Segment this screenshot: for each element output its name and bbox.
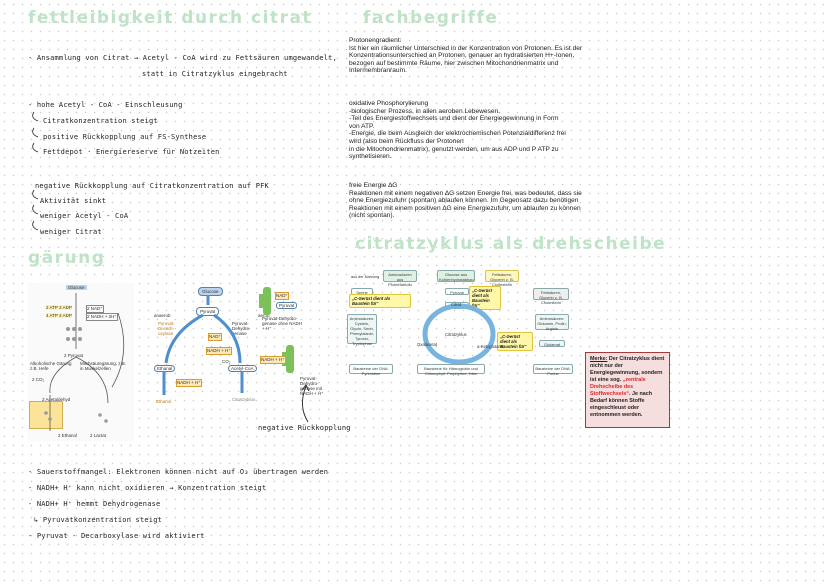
label: Citratzyklus	[232, 397, 256, 402]
geruest-label-2: „C-Gerüst dient als Baustein für“	[469, 286, 501, 310]
heading-citratzyklus: Citratzyklus als Drehscheibe	[355, 234, 667, 254]
amino-box: Aminosäuren aus Proteinabbau	[383, 270, 417, 287]
note-line: weniger Citrat	[40, 228, 102, 236]
pathway-arrows	[44, 293, 125, 431]
definition-freie-energie: freie Energie ∆G Reaktionen mit einem ne…	[349, 182, 582, 220]
label: Pyruvat-Dehydro-genase	[232, 321, 251, 336]
label: Pyruvat-Dehydro-genase ohne NADH + H⁺	[262, 316, 303, 331]
label: 2 Ethanol	[58, 433, 78, 438]
glucose-label: Glucose	[198, 287, 223, 296]
note-line: - NADH+ H⁺ kann nicht oxidieren → Konzen…	[28, 484, 267, 492]
label: Pyruvat-Dehydro-genase mit NADH + H⁺	[300, 376, 324, 396]
geruest-label: „C-Gerüst dient als Baustein für“	[349, 294, 411, 308]
label: NADH + H⁺	[206, 347, 232, 355]
note-line: ↳ Pyruvatkonzentration steigt	[34, 516, 163, 524]
note-text: Der Citratzyklus dient nicht nur der Ene…	[590, 356, 665, 383]
baustein-box: Bausteine der DNA: Pyrimidine	[349, 364, 393, 376]
heading-fettleibigkeit: Fettleibigkeit durch Citrat	[28, 8, 313, 28]
label: 2 ATP 2 ADP	[46, 305, 72, 310]
citratzyklus-label: Citratzyklus	[445, 332, 467, 337]
fig2-arrows	[162, 295, 244, 395]
note-line: - NADH+ H⁺ hemmt Dehydrogenase	[28, 500, 161, 508]
amino-right-box: Aminosäuren: Glutamin, Prolin, Arginin	[535, 314, 569, 331]
oxal-label: Oxalacetat	[417, 342, 438, 347]
glutamat-box: Glutamat	[539, 340, 565, 347]
yellow-box	[29, 401, 63, 429]
note-line: - hohe Acetyl - CoA - Einschleusung	[28, 101, 183, 109]
heading-gaerung: Gärung	[28, 248, 106, 268]
label: Alkoholische Gärung z.B. Hefe	[30, 361, 72, 371]
amino-left-box: Aminosäuren: Cystein, Glycin, Serin, Phe…	[347, 314, 377, 346]
note-line: - Ansammlung von Citrat → Acetyl - CoA w…	[28, 54, 338, 62]
label: Ethanol	[156, 399, 172, 404]
label: 2 NAD⁺	[86, 305, 104, 313]
label: aerob	[258, 313, 270, 318]
label: 2 CO₂	[32, 377, 45, 382]
label: 2 Pyruvat	[64, 353, 84, 358]
label: Pyruvat-Decarb-oxylase	[158, 321, 175, 336]
definition-oxphos: oxidative Phosphorylierung -biologischer…	[349, 100, 566, 161]
enzyme-icon	[259, 287, 271, 315]
gaerung-figure-1: Glucose 2 ATP 2 ADP 2 NAD⁺ 2 NADH + 2H⁺ …	[28, 283, 134, 441]
note-line: Aktivität sinkt	[40, 197, 107, 205]
note-line: Fettdepot · Energiereserve für Notzeiten	[43, 148, 220, 156]
note-line: Citratkonzentration steigt	[43, 117, 158, 125]
note-line: weniger Acetyl - CoA	[40, 212, 129, 220]
note-line: positive Rückkopplung auf FS-Synthese	[43, 133, 207, 141]
gaerung-figure-2: Glucose Pyruvat anaerob aerob Pyruvat-De…	[148, 283, 298, 411]
fett-right-box: Fettsäuren, Glycerin z. B. Cholesterin	[533, 288, 569, 305]
feedback-label: negative Rückkopplung	[258, 424, 351, 432]
label: NADH + H⁺	[260, 356, 286, 364]
glucose-box: Glucose aus Kohlenhydratabbau	[437, 270, 475, 282]
note-text-2: . Je nach Bedarf können Stoffe eingeschl…	[590, 391, 653, 418]
heading-fachbegriffe: Fachbegriffe	[363, 8, 499, 28]
geruest-label-3: „C-Gerüst dient als Baustein für“	[497, 332, 533, 351]
note-line: negative Rückkopplung auf Citratkonzentr…	[35, 182, 269, 190]
note-line: - Sauerstoffmangel: Elektronen können ni…	[28, 468, 329, 476]
bracket-marks	[32, 111, 39, 231]
definition-protonengradient: Protonengradient: Ist hier ein räumliche…	[349, 37, 583, 75]
ketoglut-label: α-Ketoglutarat	[477, 344, 504, 349]
pyruvat-box: Pyruvat	[445, 288, 469, 295]
note-line: statt in Citratzyklus eingebracht	[142, 70, 288, 78]
label: Glucose	[66, 285, 87, 290]
label: aus der Nahrung	[351, 275, 380, 279]
citrat-label: Citrat	[451, 302, 462, 307]
label: NAD⁺	[275, 292, 289, 300]
label: NADH + H⁺	[176, 379, 202, 387]
label: anaerob	[154, 313, 171, 318]
baustein-box: Bausteine für Hämoglobin und Chlorophyll…	[417, 364, 485, 376]
label: 4 ATP 4 ADP	[46, 313, 72, 318]
label: 2 NADH + 2H⁺	[86, 313, 118, 321]
fett-box: Fettsäuren, Glycerin z. B. Cholesterin	[485, 270, 519, 287]
note-title: Merke:	[590, 356, 608, 362]
feedback-arrow	[301, 384, 310, 423]
citrat-figure: aus der Nahrung Aminosäuren aus Proteina…	[345, 268, 577, 380]
baustein-box: Bausteine der DNA: Purine	[533, 364, 573, 376]
cycle-diagram: Citratzyklus Citrat Oxalacetat α-Ketoglu…	[417, 302, 504, 369]
label: CO₂	[222, 359, 231, 364]
label: Pyruvat	[276, 302, 298, 309]
note-line: - Pyruvat - Decarboxylase wird aktiviert	[28, 532, 205, 540]
pyruvat-label: Pyruvat	[196, 307, 220, 316]
label: NAD⁺	[208, 333, 222, 341]
label: 2 Acetaldehyd	[42, 397, 71, 402]
note-highlight: „zentrale Drehscheibe des Stoffwechsels“	[590, 377, 646, 397]
label: Milchsäuregärung, z.B. in Muskelzellen	[80, 361, 127, 371]
label: 2 Lactat	[90, 433, 107, 438]
merke-note: Merke: Der Citratzyklus dient nicht nur …	[585, 352, 670, 428]
